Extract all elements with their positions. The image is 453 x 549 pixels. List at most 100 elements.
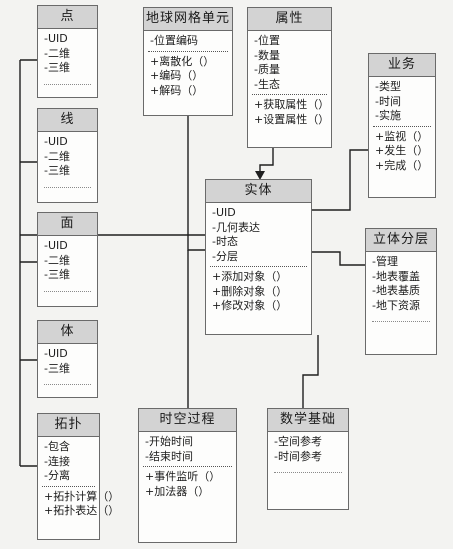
class-business: 业务 -类型 -时间 -实施 +监视（） +发生（） +完成（）	[368, 53, 436, 198]
method: +编码（）	[150, 69, 204, 82]
method: +拓扑计算（）	[44, 489, 120, 503]
empty-methods	[274, 472, 342, 473]
method: +获取属性（）	[254, 98, 330, 111]
class-line: 线 -UID -二维 -三维	[37, 108, 98, 203]
attribute: -UID	[44, 32, 68, 45]
attribute: -三维	[44, 164, 70, 177]
section-divider	[143, 466, 232, 467]
method: +设置属性（）	[254, 112, 330, 126]
attribute: -地表覆盖	[372, 269, 420, 283]
section-divider	[373, 125, 431, 127]
methods: +添加对象（） +删除对象（） +修改对象（）	[206, 267, 311, 316]
class-surface: 面 -UID -二维 -三维	[37, 212, 98, 307]
methods: +离散化（） +编码（） +解码（）	[144, 52, 232, 101]
attribute: -分层	[212, 249, 238, 263]
class-topology: 拓扑 -包含 -连接 -分离 +拓扑计算（） +拓扑表达（）	[37, 413, 120, 540]
section-divider	[148, 50, 228, 52]
connector-grid	[187, 116, 205, 251]
attributes: -UID -二维 -三维	[38, 132, 97, 181]
class-grid-cell: 地球网格单元 -位置编码 +离散化（） +编码（） +解码（）	[143, 7, 233, 116]
attribute: -时态	[212, 235, 238, 248]
method: +发生（）	[375, 144, 429, 157]
section-divider	[210, 266, 307, 267]
attribute: -生态	[254, 77, 280, 91]
attribute: -结束时间	[145, 449, 193, 463]
attribute: -UID	[44, 239, 68, 252]
class-spatiotemporal-process: 时空过程 -开始时间 -结束时间 +事件监听（） +加法器（）	[138, 408, 237, 543]
attributes: -UID -三维	[38, 344, 97, 378]
attributes: -包含 -连接 -分离	[38, 437, 99, 486]
attribute: -开始时间	[145, 435, 193, 448]
method: +拓扑表达（）	[44, 504, 120, 517]
arrowhead-property	[255, 171, 265, 180]
methods: +监视（） +发生（） +完成（）	[369, 127, 435, 176]
class-title: 线	[38, 109, 97, 132]
attribute: -空间参考	[274, 435, 322, 448]
attribute: -时间	[375, 94, 401, 108]
method: +监视（）	[375, 129, 429, 143]
methods: +获取属性（） +设置属性（）	[248, 95, 331, 129]
section-divider	[252, 94, 327, 95]
attribute: -UID	[212, 206, 236, 219]
attribute: -地下资源	[372, 298, 420, 312]
method: +完成（）	[375, 158, 429, 172]
section-divider	[42, 485, 95, 487]
attribute: -类型	[375, 80, 401, 93]
class-property: 属性 -位置 -数量 -质量 -生态 +获取属性（） +设置属性（）	[247, 7, 332, 148]
class-title: 实体	[206, 180, 311, 203]
attribute: -数量	[254, 48, 280, 62]
attribute: -二维	[44, 149, 70, 163]
class-title: 地球网格单元	[144, 8, 232, 31]
class-title: 拓扑	[38, 414, 99, 437]
connector-math	[302, 335, 319, 408]
method: +解码（）	[150, 83, 204, 97]
attribute: -UID	[44, 135, 68, 148]
attributes: -UID -二维 -三维	[38, 236, 97, 285]
class-title: 业务	[369, 54, 435, 77]
attributes: -位置 -数量 -质量 -生态	[248, 31, 331, 94]
attribute: -三维	[44, 61, 70, 74]
attribute: -包含	[44, 440, 70, 453]
attribute: -几何表达	[212, 220, 260, 234]
attribute: -实施	[375, 109, 401, 122]
class-title: 体	[38, 321, 97, 344]
attribute: -地表基质	[372, 284, 420, 297]
method: +删除对象（）	[212, 284, 288, 298]
attributes: -管理 -地表覆盖 -地表基质 -地下资源	[366, 252, 436, 315]
class-title: 属性	[248, 8, 331, 31]
attributes: -空间参考 -时间参考	[268, 432, 348, 466]
attribute: -三维	[44, 361, 70, 375]
attributes: -类型 -时间 -实施	[369, 77, 435, 126]
class-title: 面	[38, 213, 97, 236]
class-title: 时空过程	[139, 409, 236, 432]
attribute: -三维	[44, 268, 70, 281]
connector-layer	[312, 251, 365, 266]
class-title: 数学基础	[268, 409, 348, 432]
method: +事件监听（）	[145, 470, 221, 483]
attribute: -质量	[254, 63, 280, 76]
method: +离散化（）	[150, 54, 215, 68]
class-point: 点 -UID -二维 -三维	[37, 5, 98, 98]
attributes: -UID -二维 -三维	[38, 29, 97, 78]
connector-business	[312, 149, 368, 211]
connector-property	[259, 148, 274, 175]
attribute: -位置编码	[150, 34, 198, 47]
methods: +拓扑计算（） +拓扑表达（）	[38, 487, 120, 521]
empty-methods	[44, 384, 91, 385]
class-stereo-layer: 立体分层 -管理 -地表覆盖 -地表基质 -地下资源	[365, 228, 437, 355]
class-entity: 实体 -UID -几何表达 -时态 -分层 +添加对象（） +删除对象（） +修…	[205, 179, 312, 335]
empty-methods	[44, 83, 91, 85]
attributes: -位置编码	[144, 31, 232, 51]
attribute: -时间参考	[274, 449, 322, 463]
attribute: -连接	[44, 454, 70, 468]
class-title: 点	[38, 6, 97, 29]
attribute: -位置	[254, 34, 280, 47]
empty-methods	[44, 290, 91, 292]
methods: +事件监听（） +加法器（）	[139, 467, 236, 501]
attributes: -UID -几何表达 -时态 -分层	[206, 203, 311, 266]
method: +修改对象（）	[212, 299, 288, 312]
class-math-foundation: 数学基础 -空间参考 -时间参考	[267, 408, 349, 510]
attribute: -二维	[44, 46, 70, 60]
class-body: 体 -UID -三维	[37, 320, 98, 398]
class-title: 立体分层	[366, 229, 436, 252]
